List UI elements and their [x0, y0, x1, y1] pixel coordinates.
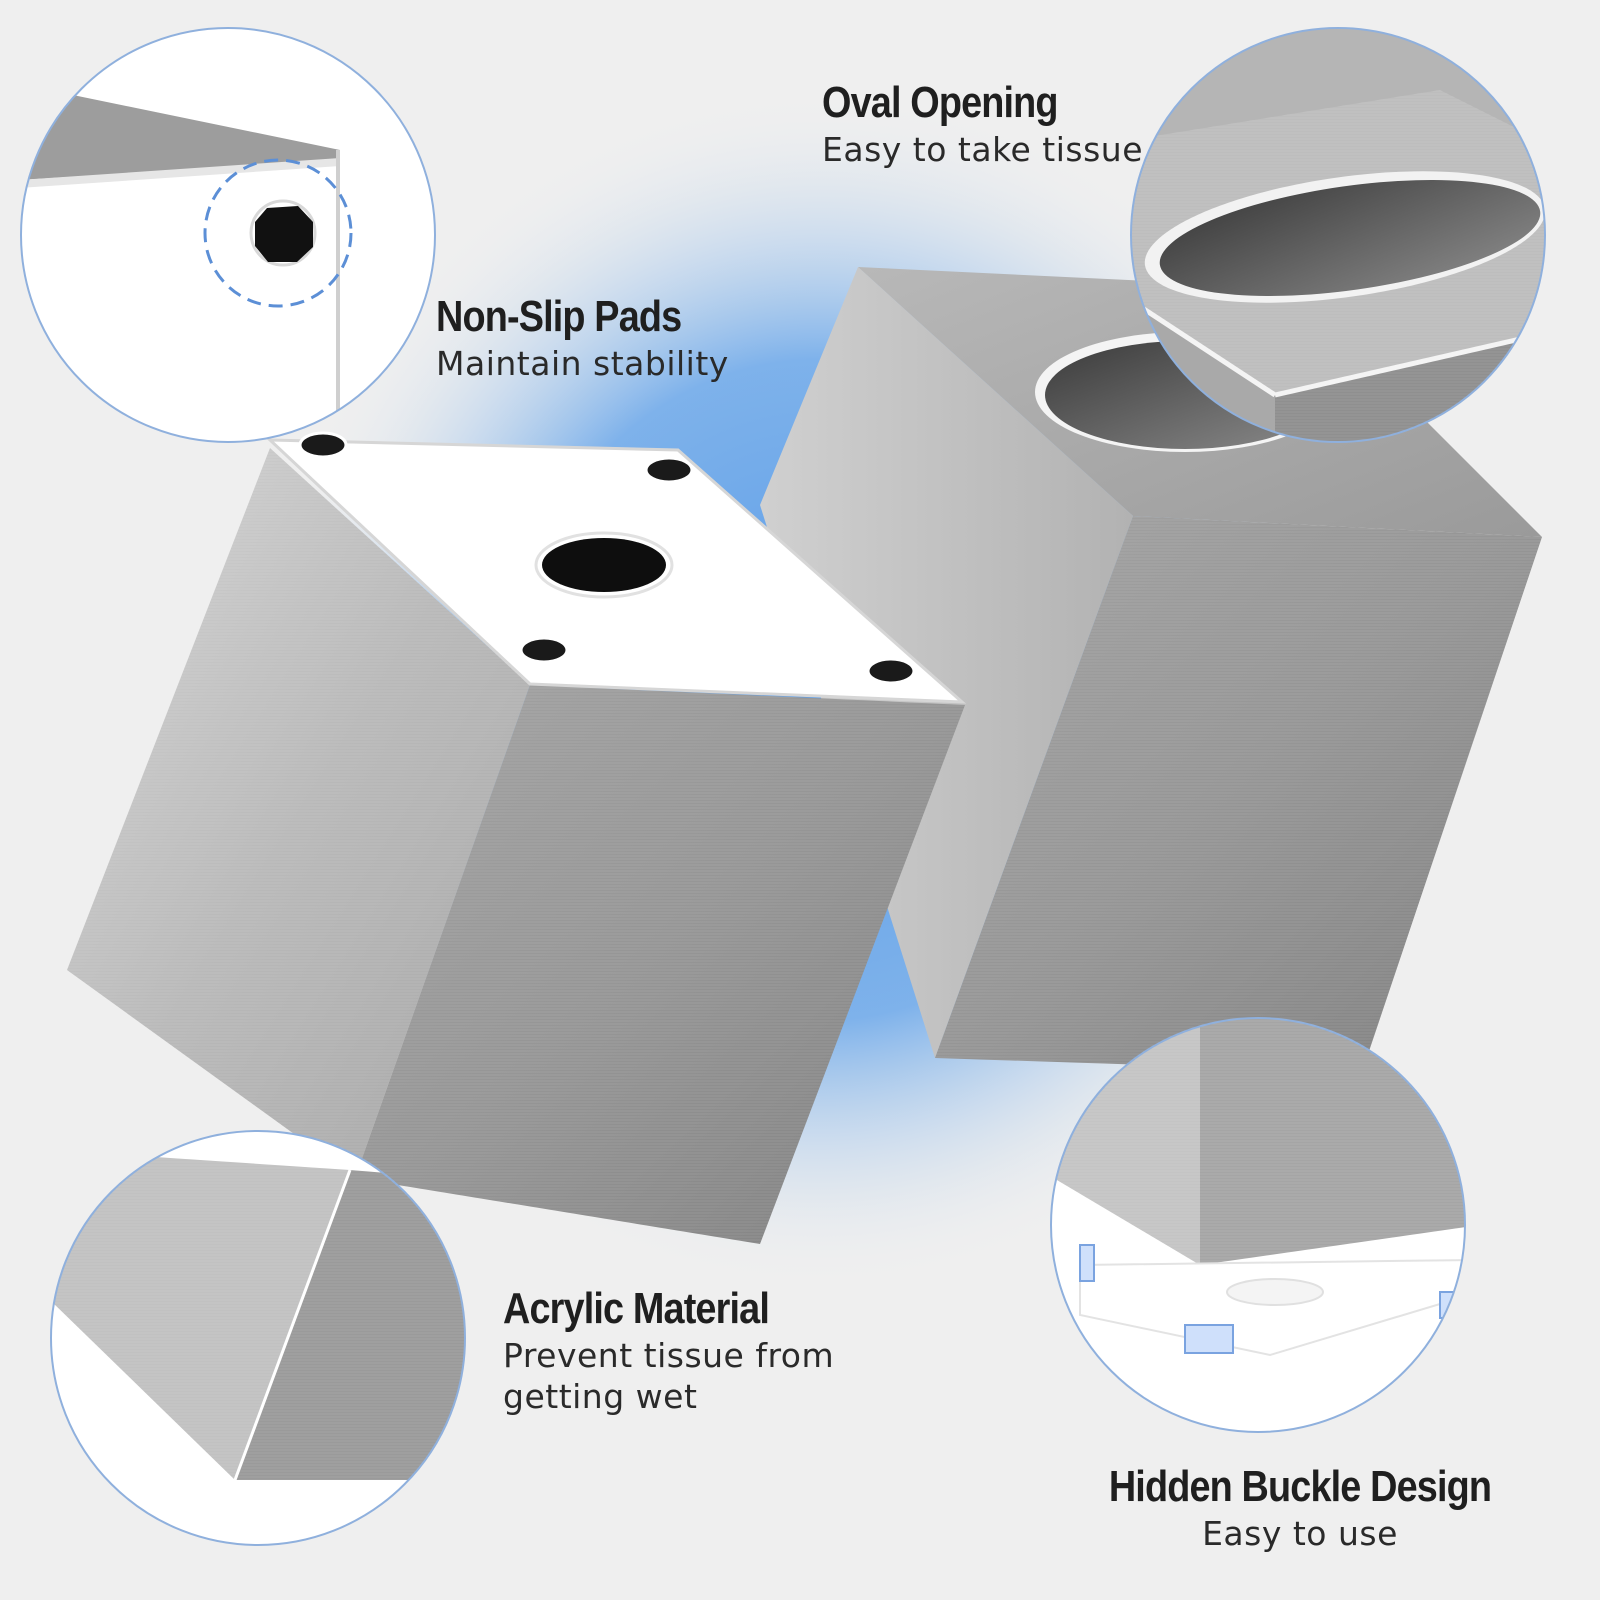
- tissue-box-left: [67, 431, 967, 1244]
- box-right-left-face: [760, 267, 1133, 1058]
- non-slip-pad: [866, 657, 916, 685]
- callout-acrylic-material: Acrylic Material Prevent tissue from get…: [503, 1284, 883, 1417]
- non-slip-pad: [644, 456, 694, 484]
- detail-circle-acrylic-material: [50, 1130, 466, 1546]
- callout-oval-opening: Oval Opening Easy to take tissue: [822, 78, 1143, 170]
- acrylic-base-closeup: [1079, 1258, 1465, 1357]
- buckle-clip: [1184, 1324, 1234, 1354]
- buckle-clip: [1079, 1244, 1095, 1282]
- callout-non-slip-pads: Non-Slip Pads Maintain stability: [436, 292, 729, 384]
- callout-title: Hidden Buckle Design: [1108, 1462, 1492, 1511]
- callout-title: Acrylic Material: [503, 1284, 770, 1333]
- callout-subtitle: Easy to take tissue: [822, 129, 1144, 169]
- callout-title: Oval Opening: [822, 78, 1059, 127]
- callout-hidden-buckle-design: Hidden Buckle Design Easy to use: [1040, 1462, 1560, 1554]
- callout-subtitle: Easy to use: [1202, 1513, 1398, 1553]
- non-slip-pad: [298, 431, 348, 459]
- non-slip-pad: [519, 636, 569, 664]
- detail-circle-non-slip-pad: [20, 27, 436, 443]
- callout-title: Non-Slip Pads: [436, 292, 682, 341]
- pad-closeup: [255, 206, 313, 262]
- detail-circle-oval-opening: [1130, 27, 1546, 443]
- callout-subtitle: Maintain stability: [436, 343, 729, 383]
- callout-subtitle: Prevent tissue from getting wet: [503, 1335, 835, 1416]
